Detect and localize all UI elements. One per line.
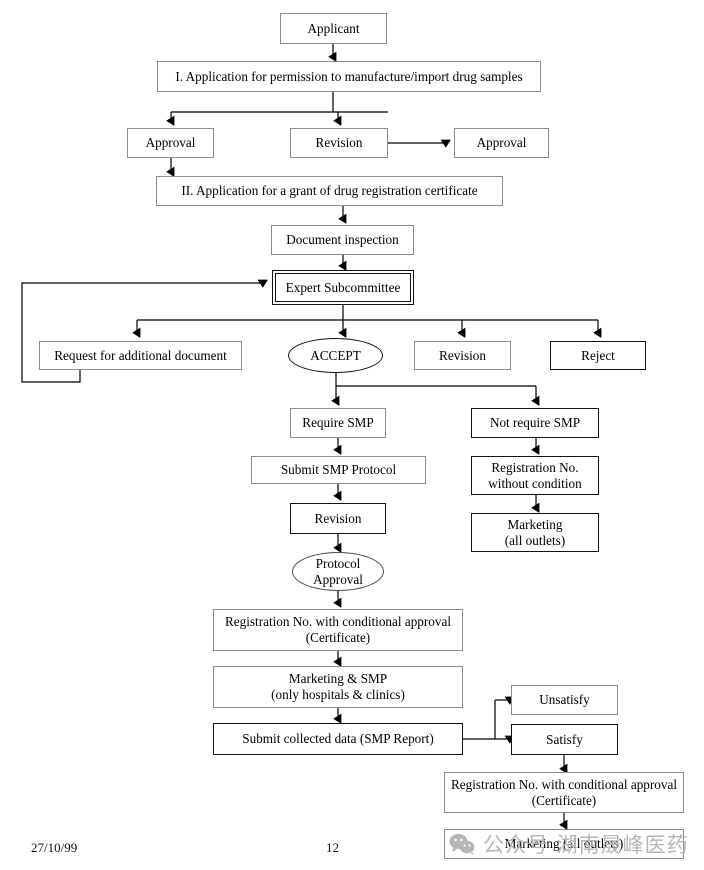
footer-page-number: 12: [326, 840, 339, 855]
node-marketing-all-outlets-1[interactable]: Marketing (all outlets): [471, 513, 599, 552]
node-submit-smp-protocol[interactable]: Submit SMP Protocol: [251, 456, 426, 484]
node-revision-2[interactable]: Revision: [414, 341, 511, 370]
node-document-inspection[interactable]: Document inspection: [271, 225, 414, 255]
node-approval-2[interactable]: Approval: [454, 128, 549, 158]
node-unsatisfy[interactable]: Unsatisfy: [511, 685, 618, 715]
node-expert-subcommittee[interactable]: Expert Subcommittee: [275, 273, 411, 302]
node-marketing-all-outlets-2[interactable]: Marketing (all outlets): [444, 829, 684, 859]
node-revision-3[interactable]: Revision: [290, 503, 386, 534]
node-request-additional-document[interactable]: Request for additional document: [39, 341, 242, 370]
node-submit-collected-data[interactable]: Submit collected data (SMP Report): [213, 723, 463, 755]
footer-date: 27/10/99: [31, 840, 78, 855]
node-marketing-smp[interactable]: Marketing & SMP (only hospitals & clinic…: [213, 666, 463, 708]
node-approval-1[interactable]: Approval: [127, 128, 214, 158]
node-registration-conditional-2[interactable]: Registration No. with conditional approv…: [444, 772, 684, 813]
node-registration-conditional-1[interactable]: Registration No. with conditional approv…: [213, 609, 463, 651]
node-applicant[interactable]: Applicant: [280, 13, 387, 44]
node-accept[interactable]: ACCEPT: [288, 338, 383, 373]
node-revision-1[interactable]: Revision: [290, 128, 388, 158]
node-satisfy[interactable]: Satisfy: [511, 724, 618, 755]
node-not-require-smp[interactable]: Not require SMP: [471, 408, 599, 438]
node-protocol-approval[interactable]: Protocol Approval: [292, 552, 384, 591]
node-registration-no-without-condition[interactable]: Registration No. without condition: [471, 456, 599, 495]
node-application-ii[interactable]: II. Application for a grant of drug regi…: [156, 176, 503, 206]
node-require-smp[interactable]: Require SMP: [290, 408, 386, 438]
node-reject[interactable]: Reject: [550, 341, 646, 370]
node-application-i[interactable]: I. Application for permission to manufac…: [157, 61, 541, 92]
